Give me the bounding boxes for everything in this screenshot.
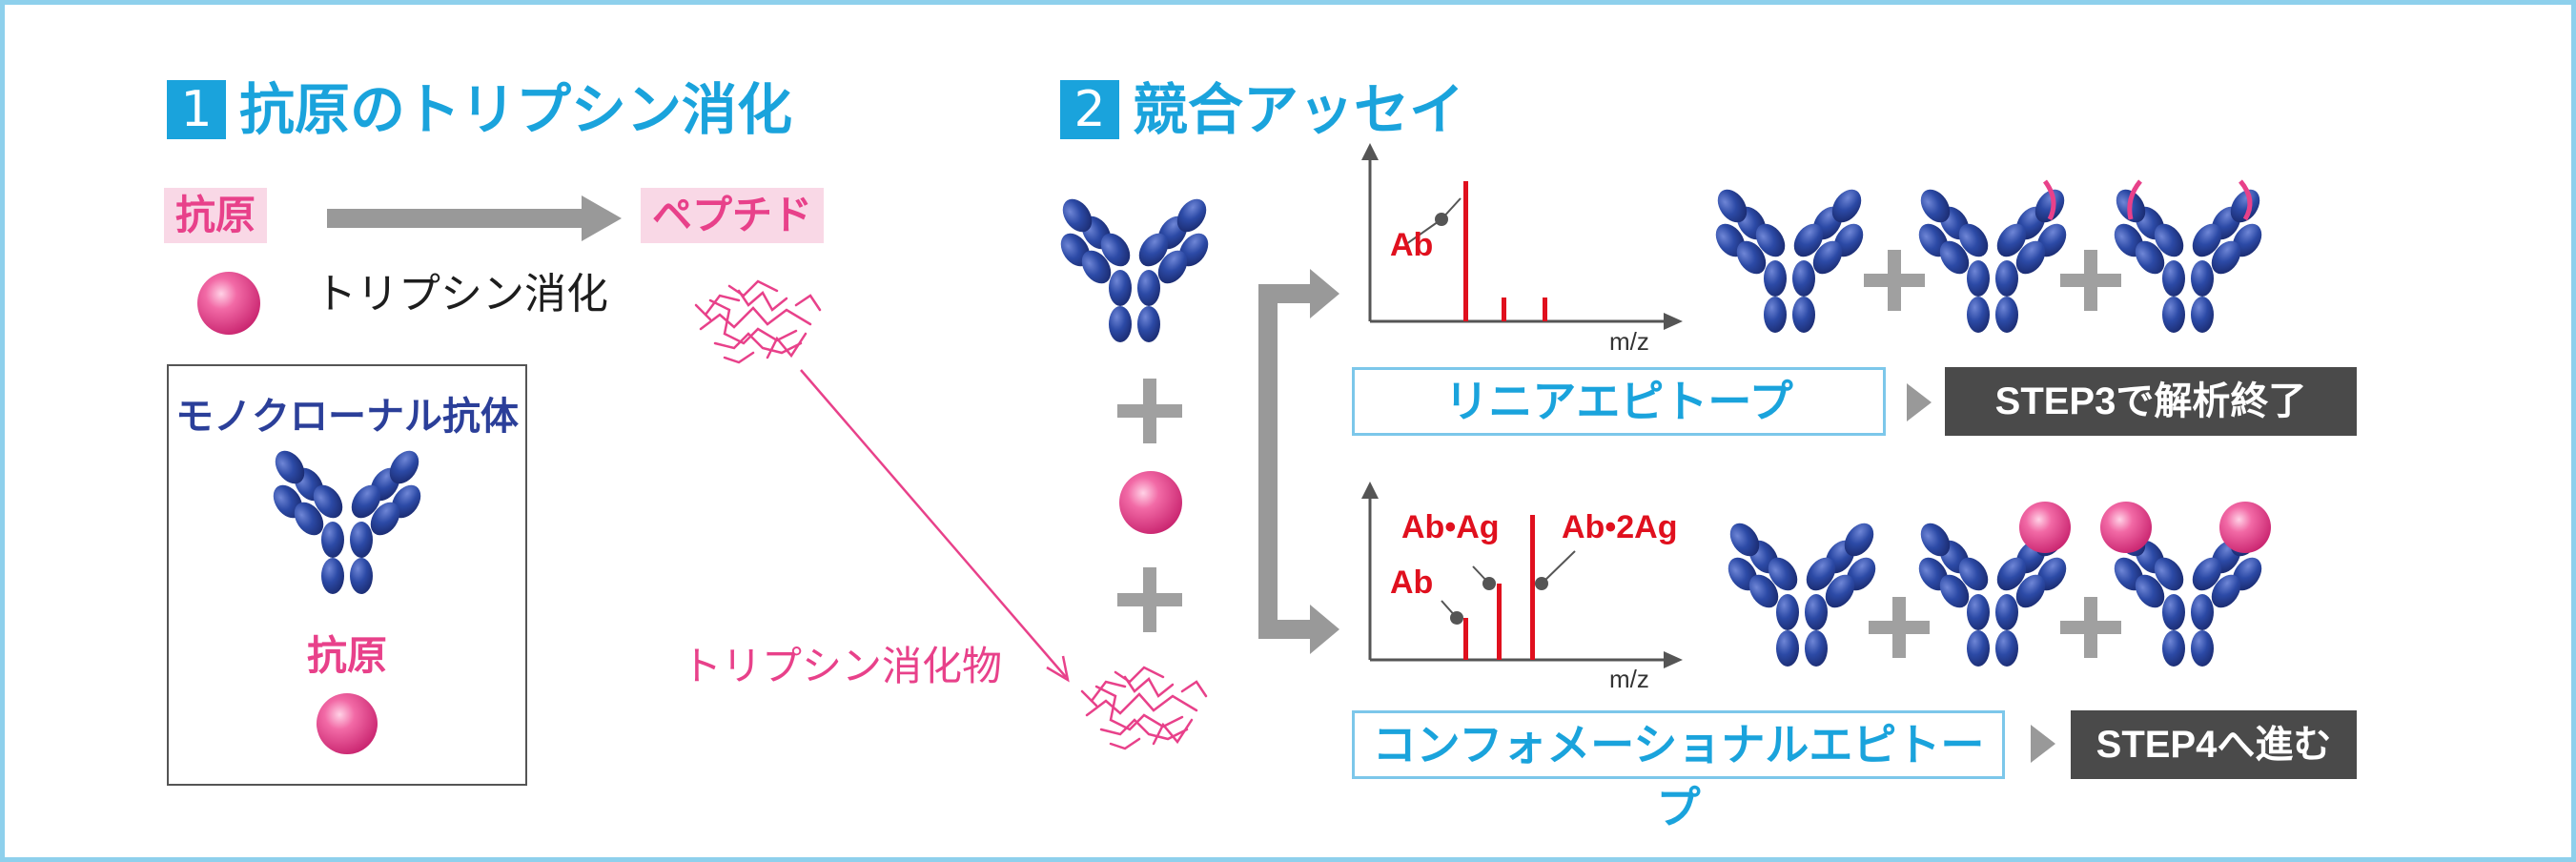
chart-top-peak-label: Ab — [1390, 227, 1434, 263]
top-result-antibodies — [1709, 179, 2268, 333]
section2-title-text: 競合アッセイ — [1133, 77, 1465, 142]
digest-product-label: トリプシン消化物 — [682, 643, 1003, 689]
chart-top-peak-main — [1463, 181, 1468, 321]
plus-sign-1-vertical — [1143, 379, 1156, 443]
chart-bottom-xaxis-label: m/z — [1609, 665, 1649, 693]
step4-box: STEP4へ進む — [2071, 710, 2357, 779]
chart-bottom-label-abag: Ab•Ag — [1401, 509, 1500, 545]
conformational-epitope-box: コンフォメーショナルエピトープ — [1352, 710, 2005, 833]
top-result-pointer — [1907, 383, 1932, 421]
chart-top-xaxis-label: m/z — [1609, 327, 1649, 356]
bottom-result-antibodies — [1722, 502, 2271, 667]
section2-number: 2 — [1060, 80, 1119, 139]
plus-icon — [1864, 250, 1925, 311]
digestion-label: トリプシン消化 — [315, 270, 608, 318]
bottom-result-pointer — [2031, 725, 2055, 763]
chart-bottom-peak-ab2ag — [1530, 515, 1535, 660]
branch-bracket — [1258, 269, 1339, 654]
box-antibody-label: モノクローナル抗体 — [175, 395, 519, 439]
linear-epitope-box: リニアエピトープ — [1352, 367, 1886, 436]
legend-box: モノクローナル抗体 抗原 — [167, 364, 527, 786]
chart-bottom-label-ab: Ab — [1390, 564, 1434, 601]
section1-number: 1 — [167, 80, 226, 139]
digestion-arrow — [327, 195, 622, 241]
box-antigen-ball — [317, 693, 378, 754]
antigen-label: 抗原 — [164, 188, 268, 243]
plus-sign-2-vertical — [1143, 567, 1156, 632]
step3-box: STEP3で解析終了 — [1945, 367, 2357, 436]
assay-antigen-ball — [1119, 471, 1182, 534]
section1-title-text: 抗原のトリプシン消化 — [239, 77, 793, 142]
chart-bottom-label-ab2ag: Ab•2Ag — [1562, 509, 1678, 545]
antigen-ball — [197, 272, 260, 335]
digest-pointer-arrow — [800, 369, 1070, 683]
chart-top-peak-minor-1 — [1502, 298, 1506, 321]
chart-bottom-peak-abag — [1497, 584, 1502, 660]
chart-bottom-peak-ab — [1463, 618, 1468, 660]
box-antigen-label: 抗原 — [306, 632, 387, 679]
peptide-label: ペプチド — [641, 188, 825, 243]
chart-top-peak-minor-2 — [1543, 298, 1547, 321]
